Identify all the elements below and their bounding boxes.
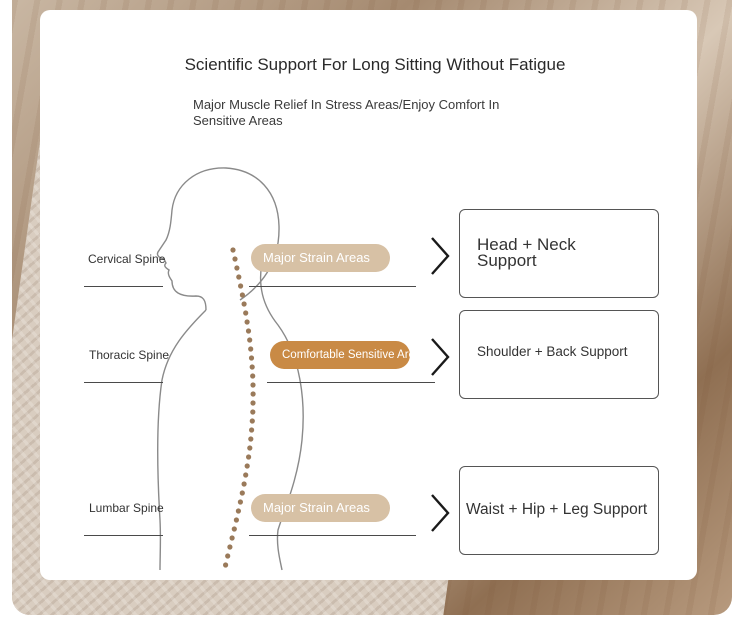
chevron-right-icon	[431, 494, 450, 532]
spine-vertebra-dot	[248, 355, 255, 361]
back-body-outline	[259, 261, 304, 571]
thoracic-underline	[84, 382, 163, 383]
cervical-underline	[84, 286, 163, 287]
waist-hip-leg-support-box: Waist + Hip + Leg Support	[459, 466, 659, 555]
spine-vertebra-dot	[250, 382, 256, 388]
spine-vertebra-dot	[243, 472, 249, 478]
spine-vertebra-dot	[223, 562, 229, 568]
spine-vertebra-dot	[250, 373, 256, 379]
lumbar-spine-label: Lumbar Spine	[89, 501, 164, 515]
spine-vertebra-dot	[249, 364, 255, 370]
spine-vertebra-dot	[247, 445, 253, 451]
spine-vertebra-dot	[229, 535, 235, 541]
spine-vertebra-dot	[239, 490, 245, 496]
upper-strain-pill: Major Strain Areas	[251, 244, 390, 272]
cervical-spine-label: Cervical Spine	[88, 252, 166, 266]
spine-vertebra-dot	[250, 391, 256, 397]
shoulder-back-support-label: Shoulder + Back Support	[477, 344, 628, 359]
spine-vertebra-dot	[238, 283, 244, 289]
shoulder-back-support-box: Shoulder + Back Support	[459, 310, 659, 399]
spine-dots	[223, 247, 256, 568]
spine-vertebra-dot	[230, 247, 236, 253]
spine-vertebra-dot	[241, 481, 247, 487]
spine-vertebra-dot	[233, 517, 239, 523]
spine-vertebra-dot	[247, 337, 253, 343]
lumbar-underline	[84, 535, 163, 536]
spine-vertebra-dot	[248, 346, 254, 352]
head-neck-support-label: Head + Neck Support	[477, 235, 576, 270]
spine-vertebra-dot	[231, 526, 237, 532]
lower-strain-pill: Major Strain Areas	[251, 494, 390, 522]
spine-vertebra-dot	[236, 274, 242, 280]
spine-vertebra-dot	[245, 328, 252, 334]
spine-vertebra-dot	[250, 400, 256, 406]
spine-vertebra-dot	[239, 292, 245, 298]
spine-vertebra-dot	[237, 499, 243, 505]
spine-vertebra-dot	[227, 544, 233, 550]
spine-vertebra-dot	[232, 256, 238, 262]
spine-vertebra-dot	[246, 454, 252, 460]
head-neck-support-box: Head + Neck Support	[459, 209, 659, 298]
page-title: Scientific Support For Long Sitting With…	[184, 55, 566, 74]
upper-pill-underline	[249, 286, 416, 287]
spine-vertebra-dot	[241, 301, 247, 307]
spine-vertebra-dot	[235, 508, 241, 514]
waist-hip-leg-support-label: Waist + Hip + Leg Support	[466, 501, 648, 518]
spine-vertebra-dot	[244, 463, 250, 469]
chevron-right-icon	[431, 237, 450, 275]
spine-vertebra-dot	[248, 436, 254, 442]
middle-pill-underline	[267, 382, 435, 383]
spine-vertebra-dot	[250, 409, 256, 415]
spine-vertebra-dot	[244, 319, 250, 325]
spine-vertebra-dot	[234, 265, 240, 271]
page-subtitle: Major Muscle Relief In Stress Areas/Enjo…	[193, 97, 500, 128]
chevron-right-icon	[431, 338, 450, 376]
middle-sensitive-pill: Comfortable Sensitive Areas	[270, 341, 410, 369]
spine-vertebra-dot	[249, 427, 255, 433]
spine-vertebra-dot	[249, 418, 255, 424]
thoracic-spine-label: Thoracic Spine	[89, 348, 170, 362]
front-body-outline	[156, 309, 207, 571]
spine-vertebra-dot	[243, 310, 249, 316]
lower-pill-underline	[249, 535, 416, 536]
head-outline	[156, 167, 280, 311]
spine-vertebra-dot	[225, 553, 231, 559]
